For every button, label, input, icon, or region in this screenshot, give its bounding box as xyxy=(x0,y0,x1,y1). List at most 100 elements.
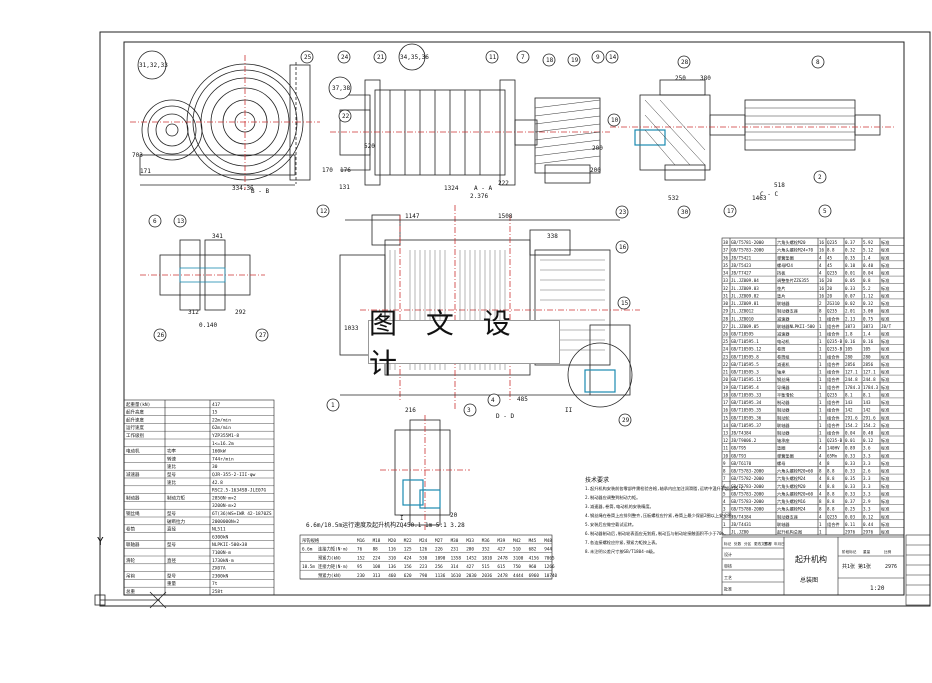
coupling-detail xyxy=(140,239,265,311)
svg-text:6.6m/10.5m运行速度及起升机构ZQ450.1 1m: 6.6m/10.5m运行速度及起升机构ZQ450.1 1m 5:1 3.28 xyxy=(306,521,465,529)
svg-text:532: 532 xyxy=(668,195,679,202)
parts-cell: 0.37 xyxy=(845,499,856,504)
parts-cell: 1.8 xyxy=(845,332,853,337)
torque-cell: 352 xyxy=(482,547,490,553)
parts-cell: 4 xyxy=(819,446,822,451)
spec-cell: 3200N·m×2 xyxy=(212,503,237,509)
parts-cell: GB/T10595.37 xyxy=(731,423,762,428)
torque-cell: 1136 xyxy=(435,573,446,579)
parts-cell: 0.32 xyxy=(863,301,874,306)
spec-cell: 总重 xyxy=(126,588,135,595)
parts-cell: 33 xyxy=(723,278,729,283)
parts-cell: 8.8 xyxy=(827,476,835,481)
parts-cell: 18 xyxy=(723,392,729,397)
parts-cell: 21 xyxy=(723,370,729,375)
parts-cell: 减速器 xyxy=(777,315,790,322)
title-block xyxy=(721,536,905,596)
torque-cell: 313 xyxy=(373,573,381,579)
parts-cell: 联轴器NLPKII-500 xyxy=(777,323,815,330)
torque-cell: 95 xyxy=(357,564,363,570)
svg-text:B - B: B - B xyxy=(251,188,269,195)
parts-cell: JL.JZ0012 xyxy=(731,309,754,314)
spec-cell: 工作级别 xyxy=(126,432,144,439)
parts-cell: 3.3 xyxy=(863,461,871,466)
parts-cell: 16 xyxy=(819,240,825,245)
svg-text:338: 338 xyxy=(547,233,558,240)
parts-cell: GB/T5783-2000 xyxy=(731,469,764,474)
parts-cell: 28 xyxy=(723,316,729,321)
parts-cell: 0.35 xyxy=(845,255,856,260)
svg-text:222: 222 xyxy=(498,180,509,187)
svg-text:27: 27 xyxy=(259,332,267,339)
parts-cell: 20 xyxy=(827,278,833,283)
parts-cell: 4 xyxy=(819,514,822,519)
parts-cell: 0.07 xyxy=(845,293,856,298)
torque-cell: 2030 xyxy=(466,573,477,579)
parts-cell: JB/T4384 xyxy=(731,431,752,436)
parts-cell: 31 xyxy=(723,293,729,298)
parts-cell: 1 xyxy=(819,438,822,443)
spec-cell: 速比 xyxy=(167,463,176,470)
spec-cell: 运行速度 xyxy=(126,424,144,431)
parts-cell: Q235-B xyxy=(827,438,843,443)
spec-cell: 滑轮 xyxy=(126,557,135,564)
parts-cell: 制动轮 xyxy=(777,414,790,421)
parts-cell: 12 xyxy=(723,438,729,443)
parts-cell: 29 xyxy=(723,309,729,314)
parts-cell: 组合件 xyxy=(827,376,840,383)
parts-cell: JB/T xyxy=(881,324,892,329)
parts-cell: GB/T10595.33 xyxy=(731,392,762,397)
parts-cell: 标准 xyxy=(881,414,889,421)
svg-text:C - C: C - C xyxy=(760,191,778,198)
parts-cell: 8.8 xyxy=(827,248,835,253)
parts-cell: 1 xyxy=(723,522,726,527)
parts-cell: 8 xyxy=(819,469,822,474)
parts-cell: 1 xyxy=(819,377,822,382)
torque-cell: 116 xyxy=(388,547,396,553)
parts-cell: 标准 xyxy=(881,399,889,406)
parts-cell: 0.05 xyxy=(845,278,856,283)
spec-cell: RSC2.5-1634SB-JLE07G xyxy=(212,488,266,494)
parts-cell: JL.JZ009.02 xyxy=(731,293,759,298)
parts-cell: 142 xyxy=(863,408,871,413)
spec-cell: 7t xyxy=(212,581,218,587)
torque-cell: 427 xyxy=(466,564,474,570)
svg-text:4: 4 xyxy=(491,397,495,404)
parts-cell: GB/T5781-2000 xyxy=(731,240,764,245)
torque-cell: 156 xyxy=(404,564,412,570)
svg-text:1147: 1147 xyxy=(405,213,420,220)
svg-text:312: 312 xyxy=(188,309,199,316)
parts-cell: 减速器 xyxy=(777,331,790,338)
parts-cell: 0.75 xyxy=(863,316,874,321)
svg-text:II: II xyxy=(565,407,573,414)
tb-role: 审核 xyxy=(724,563,732,569)
parts-cell: 8.8 xyxy=(827,507,835,512)
spec-cell: 起升高度 xyxy=(126,409,144,416)
spec-cell: YZP355M1-8 xyxy=(212,433,239,439)
spec-cell: 转速 xyxy=(167,455,176,462)
spec-cell: 7100N·m xyxy=(212,550,231,556)
parts-cell: 标准 xyxy=(881,369,889,376)
parts-cell: GB/T10595.34 xyxy=(731,400,762,405)
parts-cell: 1 xyxy=(819,423,822,428)
svg-text:26: 26 xyxy=(157,332,165,339)
parts-cell: 联轴器 xyxy=(777,300,790,307)
parts-cell: GB/T5783-2000 xyxy=(731,499,764,504)
parts-cell: 组合件 xyxy=(827,399,840,406)
parts-cell: 标准 xyxy=(881,308,889,315)
parts-cell: 2976 xyxy=(845,530,856,535)
svg-text:30: 30 xyxy=(681,209,689,216)
tb-role: 批准 xyxy=(724,586,732,592)
spec-cell: 起重量(kN) xyxy=(126,401,150,408)
parts-cell: JL.JZ009.03 xyxy=(731,286,759,291)
torque-cell: 3100 xyxy=(513,555,524,561)
spec-cell: 型号 xyxy=(167,510,176,517)
parts-cell: GB/T10595.5 xyxy=(731,362,759,367)
parts-cell: 16 xyxy=(819,293,825,298)
parts-cell: 105 xyxy=(845,347,853,352)
parts-cell: 30 xyxy=(723,301,729,306)
tb-right-label: 重量 xyxy=(863,549,871,554)
spec-cell: 1730kN·m xyxy=(212,558,234,564)
parts-cell: 0.04 xyxy=(845,431,856,436)
